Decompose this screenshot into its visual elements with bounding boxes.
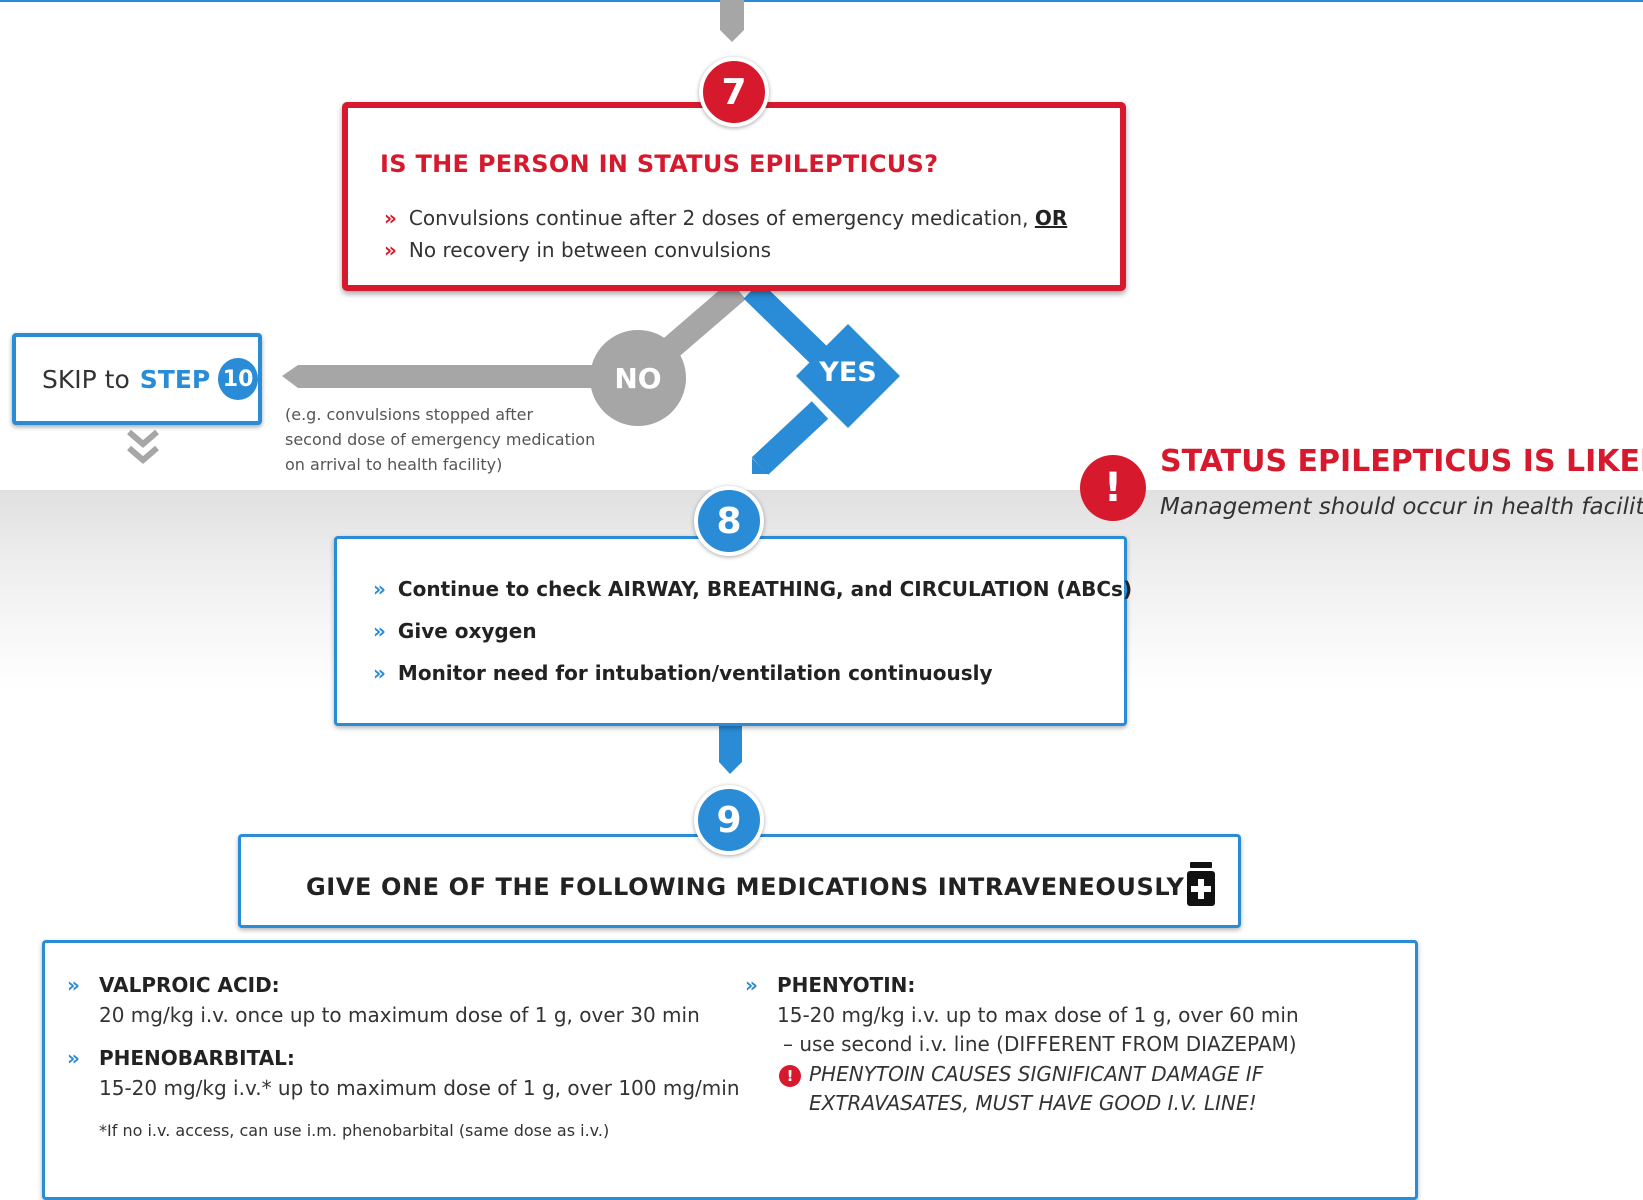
connector-box7-to-yes bbox=[743, 281, 835, 371]
medications-box: » VALPROIC ACID: 20 mg/kg i.v. once up t… bbox=[42, 940, 1418, 1200]
step7-bullet-1-text: Convulsions continue after 2 doses of em… bbox=[408, 206, 1029, 230]
step8-bullet-2: » Give oxygen bbox=[373, 619, 537, 643]
step9-number: 9 bbox=[694, 785, 764, 855]
step8-bullet-3: » Monitor need for intubation/ventilation… bbox=[373, 661, 993, 685]
step7-or-text: OR bbox=[1034, 206, 1068, 230]
no-circle: NO bbox=[590, 330, 686, 426]
chevron-right-icon: » bbox=[67, 1046, 80, 1070]
phenobarbital-name: PHENOBARBITAL: bbox=[99, 1046, 295, 1070]
flow-connectors bbox=[282, 0, 900, 774]
phenobarbital-dose: 15-20 mg/kg i.v.* up to maximum dose of … bbox=[99, 1076, 740, 1100]
skip-prefix: SKIP to bbox=[42, 364, 130, 394]
top-divider bbox=[0, 0, 1643, 2]
no-note-line-3: on arrival to health facility) bbox=[285, 455, 503, 474]
step9-title: GIVE ONE OF THE FOLLOWING MEDICATIONS IN… bbox=[306, 873, 1185, 901]
phenytoin-warning-line1: PHENYTOIN CAUSES SIGNIFICANT DAMAGE IF bbox=[809, 1062, 1264, 1086]
valproic-dose: 20 mg/kg i.v. once up to maximum dose of… bbox=[99, 1003, 700, 1027]
phenytoin-warning-line2: EXTRAVASATES, MUST HAVE GOOD I.V. LINE! bbox=[809, 1091, 1257, 1115]
step7-number: 7 bbox=[699, 57, 769, 127]
chevron-right-icon: » bbox=[373, 619, 386, 643]
skip-to-step-box: SKIP to STEP 10 bbox=[12, 333, 262, 425]
chevron-right-icon: » bbox=[384, 206, 397, 230]
connector-yes-tip bbox=[752, 458, 768, 474]
skip-step-word: STEP bbox=[139, 364, 211, 394]
connector-box7-to-no bbox=[658, 280, 746, 362]
connector-top-arrow bbox=[720, 0, 744, 42]
step7-bullet-1: » Convulsions continue after 2 doses of e… bbox=[384, 206, 1067, 230]
phenytoin-name: PHENYOTIN: bbox=[777, 973, 916, 997]
medicine-bottle-icon bbox=[1187, 862, 1215, 906]
step8-bullet-1-text: Continue to check AIRWAY, BREATHING, and… bbox=[397, 577, 1133, 601]
double-chevron-down-icon bbox=[127, 429, 159, 464]
alert-subtitle: Management should occur in health facili… bbox=[1160, 494, 1643, 520]
step8-bullet-3-text: Monitor need for intubation/ventilation … bbox=[397, 661, 993, 685]
step7-bullet-2: » No recovery in between convulsions bbox=[384, 238, 771, 262]
chevron-right-icon: » bbox=[373, 577, 386, 601]
no-note-line-1: (e.g. convulsions stopped after bbox=[285, 405, 534, 424]
step8-bullet-1: » Continue to check AIRWAY, BREATHING, an… bbox=[373, 577, 1132, 601]
step7-box: IS THE PERSON IN STATUS EPILEPTICUS? » Co… bbox=[342, 102, 1126, 291]
step8-number: 8 bbox=[694, 486, 764, 556]
connector-step8-to-step9 bbox=[719, 726, 742, 774]
chevron-right-icon: » bbox=[67, 973, 80, 997]
valproic-name: VALPROIC ACID: bbox=[99, 973, 280, 997]
phenobarbital-footnote: *If no i.v. access, can use i.m. phenoba… bbox=[99, 1121, 610, 1140]
yes-label: YES bbox=[819, 357, 877, 388]
chevron-right-icon: » bbox=[745, 973, 758, 997]
connector-no-to-skip bbox=[282, 365, 592, 388]
step8-bullet-2-text: Give oxygen bbox=[397, 619, 537, 643]
phenytoin-dose: 15-20 mg/kg i.v. up to max dose of 1 g, … bbox=[777, 1003, 1299, 1027]
no-branch-note: (e.g. convulsions stopped after second d… bbox=[285, 402, 595, 477]
alert-title: STATUS EPILEPTICUS IS LIKELY bbox=[1160, 444, 1643, 479]
skip-step-number: 10 bbox=[218, 358, 258, 400]
phenytoin-dose-line2: – use second i.v. line (DIFFERENT FROM D… bbox=[783, 1032, 1297, 1056]
step7-bullet-2-text: No recovery in between convulsions bbox=[408, 238, 772, 262]
chevron-right-icon: » bbox=[384, 238, 397, 262]
exclamation-icon: ! bbox=[1080, 455, 1146, 521]
warning-icon: ! bbox=[779, 1065, 801, 1087]
connector-yes-to-step8 bbox=[751, 401, 829, 475]
step7-title: IS THE PERSON IN STATUS EPILEPTICUS? bbox=[380, 150, 939, 178]
yes-diamond bbox=[796, 324, 900, 428]
no-note-line-2: second dose of emergency medication bbox=[285, 430, 596, 449]
chevron-right-icon: » bbox=[373, 661, 386, 685]
step8-box: » Continue to check AIRWAY, BREATHING, an… bbox=[334, 536, 1132, 726]
